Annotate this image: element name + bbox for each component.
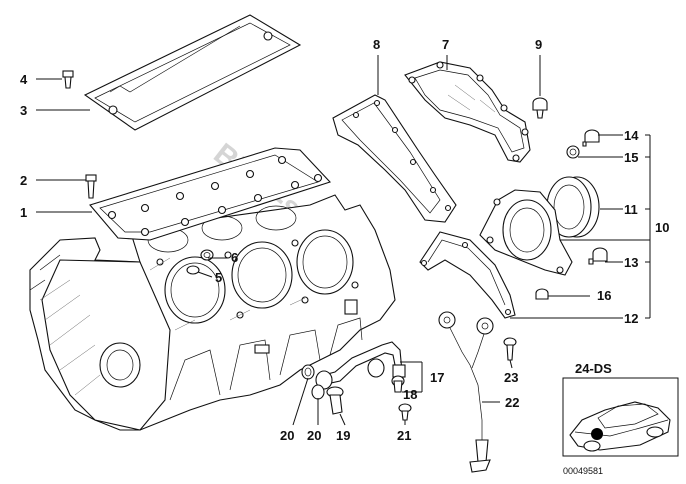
callout-6: 6 <box>231 250 238 265</box>
engine-location-marker <box>591 428 603 440</box>
callout-14: 14 <box>624 128 639 143</box>
gasket-part-8 <box>332 94 457 223</box>
block-gasket <box>89 147 331 241</box>
callout-7: 7 <box>442 37 449 52</box>
callout-17: 17 <box>430 370 444 385</box>
sleeve-part-16 <box>535 288 549 300</box>
oring-part-20b <box>311 384 325 400</box>
callout-1: 1 <box>20 205 27 220</box>
callout-8: 8 <box>373 37 380 52</box>
plug-part-4 <box>62 70 74 89</box>
callout-13: 13 <box>624 255 638 270</box>
callout-5: 5 <box>215 270 222 285</box>
seal-carrier-part-10 <box>479 189 573 276</box>
callout-20b: 20 <box>307 428 321 443</box>
diagram-ref-code: 00049581 <box>563 466 603 476</box>
callout-22: 22 <box>505 395 519 410</box>
bolt-part-13 <box>588 247 608 265</box>
bolt-part-2 <box>85 174 97 199</box>
bolt-part-14 <box>582 129 600 147</box>
callout-4: 4 <box>20 72 28 87</box>
upper-gasket <box>83 14 302 131</box>
sleeve-part-5 <box>186 265 200 275</box>
callout-9: 9 <box>535 37 542 52</box>
callout-12: 12 <box>624 311 638 326</box>
bolt-part-21 <box>398 403 412 421</box>
callout-labels: 4 3 2 1 6 5 8 7 9 14 15 11 10 13 16 12 1… <box>20 37 669 443</box>
callout-20a: 20 <box>280 428 294 443</box>
engine-block <box>29 194 396 431</box>
callout-11: 11 <box>624 202 638 217</box>
leader-lines <box>36 55 651 426</box>
cover-part-7 <box>404 61 531 163</box>
shaft-seal-part-11 <box>546 176 600 238</box>
oil-pipe-part-17 <box>315 341 406 390</box>
bolt-part-19 <box>326 386 344 415</box>
callout-23: 23 <box>504 370 518 385</box>
vehicle-inset: 24-DS 00049581 <box>562 361 679 476</box>
callout-19: 19 <box>336 428 350 443</box>
callout-16: 16 <box>597 288 611 303</box>
callout-18: 18 <box>403 387 417 402</box>
callout-2: 2 <box>20 173 27 188</box>
callout-3: 3 <box>20 103 27 118</box>
oring-part-20a <box>301 364 315 380</box>
bolt-part-9 <box>532 97 548 119</box>
callout-21: 21 <box>397 428 411 443</box>
vehicle-model-label: 24-DS <box>575 361 612 376</box>
banjo-part-18 <box>391 375 405 393</box>
gasket-part-12 <box>419 231 516 319</box>
callout-15: 15 <box>624 150 638 165</box>
bolt-part-23 <box>503 337 517 361</box>
callout-10: 10 <box>655 220 669 235</box>
knock-sensor-part-22 <box>438 311 494 473</box>
washer-part-15 <box>566 145 580 159</box>
